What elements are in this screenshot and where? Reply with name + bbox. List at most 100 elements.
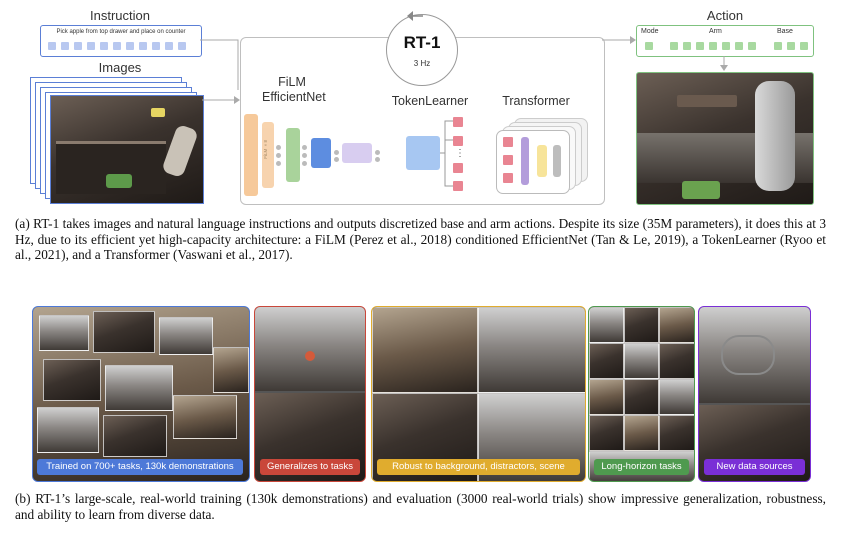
connector-dot bbox=[276, 153, 281, 158]
tokenlearner-label: TokenLearner bbox=[391, 94, 469, 108]
thumbnail bbox=[659, 343, 694, 379]
thumbnail bbox=[103, 415, 167, 457]
action-token bbox=[735, 42, 743, 50]
panel-robustness: Robust to background, distractors, scene bbox=[371, 306, 586, 482]
thumbnail bbox=[478, 307, 585, 393]
thumbnail bbox=[589, 343, 624, 379]
panel-badge: New data sources bbox=[704, 459, 805, 475]
model-rate: 3 Hz bbox=[413, 59, 431, 68]
apple-shape bbox=[305, 351, 315, 361]
connector-dot bbox=[302, 145, 307, 150]
thumbnail bbox=[624, 379, 659, 415]
ffn-block bbox=[537, 145, 547, 177]
thumbnail bbox=[93, 311, 155, 353]
thumbnail bbox=[659, 379, 694, 415]
panel-photo-top bbox=[255, 307, 365, 391]
action-token bbox=[645, 42, 653, 50]
action-base-label: Base bbox=[777, 28, 793, 35]
gripper-shape bbox=[161, 123, 199, 179]
thumbnail bbox=[659, 415, 694, 451]
thumbnail bbox=[37, 407, 99, 453]
instruction-token bbox=[48, 42, 56, 50]
instruction-token bbox=[100, 42, 108, 50]
action-token bbox=[800, 42, 808, 50]
action-box: Mode Arm Base bbox=[636, 25, 814, 57]
thumbnail bbox=[624, 307, 659, 343]
jar-row bbox=[677, 95, 737, 107]
panel-badge: Robust to background, distractors, scene bbox=[377, 459, 580, 475]
panel-long-horizon: Long-horizon tasks bbox=[588, 306, 695, 482]
instruction-text: Pick apple from top drawer and place on … bbox=[56, 29, 186, 35]
instruction-label: Instruction bbox=[90, 8, 150, 23]
robot-arm-shape bbox=[755, 81, 795, 191]
panel-generalization: Generalizes to tasks bbox=[254, 306, 366, 482]
action-token bbox=[787, 42, 795, 50]
feature-block bbox=[311, 138, 331, 168]
output-block bbox=[553, 145, 561, 177]
thumbnail bbox=[589, 415, 624, 451]
efficientnet-block bbox=[286, 128, 300, 182]
action-token bbox=[683, 42, 691, 50]
connector-dot bbox=[276, 145, 281, 150]
panel-photo-top bbox=[699, 307, 810, 403]
token-square bbox=[453, 163, 463, 173]
transformer-input-token bbox=[503, 173, 513, 183]
input-arrows bbox=[200, 39, 240, 104]
thumbnail bbox=[372, 307, 478, 393]
thumbnail bbox=[589, 307, 624, 343]
thumbnail bbox=[159, 317, 213, 355]
thumbnail bbox=[43, 359, 101, 401]
action-token bbox=[748, 42, 756, 50]
output-arrow bbox=[602, 36, 636, 44]
connector-dot bbox=[334, 150, 339, 155]
instruction-token bbox=[152, 42, 160, 50]
instruction-token bbox=[61, 42, 69, 50]
transformer-label: Transformer bbox=[502, 94, 570, 108]
token-square bbox=[453, 181, 463, 191]
robot-image bbox=[636, 72, 814, 205]
connector-dot bbox=[375, 150, 380, 155]
connector-dot bbox=[302, 153, 307, 158]
panel-badge: Long-horizon tasks bbox=[594, 459, 689, 475]
action-token bbox=[670, 42, 678, 50]
panel-badge: Generalizes to tasks bbox=[260, 459, 360, 475]
film-side-text: FiLM ×8 bbox=[263, 140, 268, 159]
instruction-token bbox=[113, 42, 121, 50]
panel-new-data: New data sources bbox=[698, 306, 811, 482]
sponge-shape bbox=[151, 108, 165, 117]
instruction-token bbox=[178, 42, 186, 50]
connector-dot bbox=[334, 157, 339, 162]
panel-badge: Trained on 700+ tasks, 130k demonstratio… bbox=[37, 459, 243, 475]
chip-bag-shape bbox=[106, 174, 132, 188]
token-branches bbox=[440, 120, 454, 187]
film-label-line1: FiLM bbox=[278, 75, 306, 89]
transformer-input-token bbox=[503, 155, 513, 165]
panel-training: Trained on 700+ tasks, 130k demonstratio… bbox=[32, 306, 250, 482]
connector-dot bbox=[276, 161, 281, 166]
thumbnail bbox=[589, 379, 624, 415]
images-label: Images bbox=[98, 60, 142, 75]
thumbnail bbox=[173, 395, 237, 439]
film-block bbox=[244, 114, 258, 196]
loop-arrow-icon bbox=[407, 11, 423, 21]
action-token bbox=[774, 42, 782, 50]
chips-shape bbox=[682, 181, 720, 199]
model-name: RT-1 bbox=[403, 33, 441, 52]
thumbnail bbox=[39, 315, 89, 351]
instruction-token bbox=[87, 42, 95, 50]
tokenlearner-block bbox=[406, 136, 440, 170]
token-square bbox=[453, 117, 463, 127]
action-arm-label: Arm bbox=[709, 28, 722, 35]
film-block-2: FiLM ×8 bbox=[262, 122, 274, 188]
thumbnail bbox=[624, 343, 659, 379]
instruction-token bbox=[126, 42, 134, 50]
caption-a: (a) RT-1 takes images and natural langua… bbox=[15, 216, 826, 262]
connector-dot bbox=[375, 157, 380, 162]
thumbnail bbox=[105, 365, 173, 411]
instruction-token bbox=[165, 42, 173, 50]
action-token bbox=[722, 42, 730, 50]
attention-block bbox=[521, 137, 529, 185]
transformer-input-token bbox=[503, 137, 513, 147]
action-down-arrow bbox=[720, 56, 728, 71]
instruction-token bbox=[139, 42, 147, 50]
